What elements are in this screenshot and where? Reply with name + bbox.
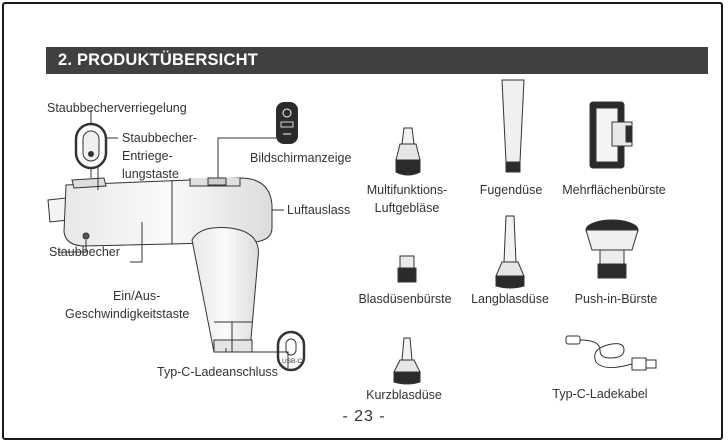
usb-c-port-icon <box>276 330 306 372</box>
label-multi-air-blower-line2: Luftgebläse <box>374 201 440 215</box>
label-power-speed-line2: Geschwindigkeitstaste <box>65 307 190 321</box>
label-dust-cup: Staubbecher <box>49 245 120 259</box>
blower-brush-illustration <box>397 255 417 283</box>
label-short-blower: Kurzblasdüse <box>366 388 442 402</box>
label-air-outlet: Luftauslass <box>287 203 351 217</box>
page-number: - 23 - <box>342 408 386 425</box>
short-blower-nozzle-illustration <box>393 337 421 385</box>
usb-c-icon-text: USB-C <box>282 358 303 365</box>
label-dust-cup-release-line3: lungstaste <box>122 167 179 181</box>
label-crevice-tool: Fugendüse <box>479 183 543 197</box>
label-power-speed-line1: Ein/Aus- <box>113 289 161 303</box>
handheld-vacuum <box>47 177 273 353</box>
section-title: 2. PRODUKTÜBERSICHT <box>58 51 258 69</box>
callout-lines <box>58 137 289 368</box>
label-usb-c-port: Typ-C-Ladeanschluss <box>157 365 278 379</box>
section-header: 2. PRODUKTÜBERSICHT <box>46 47 708 74</box>
multi-surface-brush-illustration <box>589 101 633 169</box>
long-blower-nozzle-illustration <box>495 215 525 289</box>
label-long-blower: Langblasdüse <box>471 292 549 306</box>
label-display: Bildschirmanzeige <box>250 151 352 165</box>
page-frame <box>2 2 723 440</box>
label-blower-brush: Blasdüsenbürste <box>358 292 452 306</box>
label-dust-cup-release-line1: Staubbecher- <box>122 131 198 145</box>
usb-c-cable-illustration <box>565 335 657 371</box>
lock-detail-icon <box>74 110 108 178</box>
label-multi-surface-brush: Mehrflächenbürste <box>562 183 666 197</box>
multi-air-blower-illustration <box>395 127 421 176</box>
push-in-brush-illustration <box>585 219 639 279</box>
label-multi-air-blower-line1: Multifunktions- <box>366 183 448 197</box>
label-usb-c-cable: Typ-C-Ladekabel <box>552 387 648 401</box>
label-dust-cup-release-line2: Entriege- <box>122 149 173 163</box>
label-push-in-brush: Push-in-Bürste <box>574 292 658 306</box>
crevice-tool-illustration <box>501 79 525 173</box>
label-dust-cup-lock: Staubbecherverriegelung <box>47 101 187 115</box>
display-icon <box>276 102 298 144</box>
